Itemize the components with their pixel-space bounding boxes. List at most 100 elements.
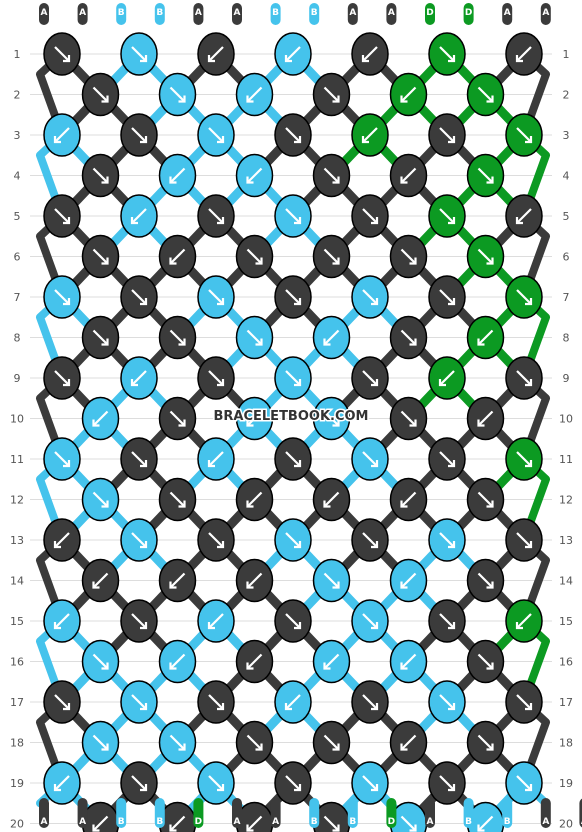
knot[interactable]: [312, 396, 351, 441]
knot[interactable]: [197, 761, 235, 805]
knot[interactable]: [428, 680, 466, 724]
knot[interactable]: [428, 599, 466, 643]
knot[interactable]: [466, 396, 505, 441]
knot[interactable]: [274, 356, 312, 400]
knot[interactable]: [81, 477, 120, 522]
knot[interactable]: [197, 356, 235, 400]
knot[interactable]: [120, 32, 158, 76]
knot[interactable]: [274, 32, 312, 76]
knot[interactable]: [505, 518, 543, 562]
knot[interactable]: [466, 72, 505, 117]
knot[interactable]: [120, 275, 158, 319]
knot[interactable]: [158, 639, 197, 684]
knot[interactable]: [43, 194, 81, 238]
knot[interactable]: [43, 275, 81, 319]
knot[interactable]: [466, 720, 505, 765]
knot[interactable]: [120, 437, 158, 481]
knot[interactable]: [389, 315, 428, 360]
knot[interactable]: [158, 720, 197, 765]
knot[interactable]: [197, 113, 235, 157]
knot[interactable]: [428, 356, 466, 400]
knot[interactable]: [158, 396, 197, 441]
knot[interactable]: [81, 234, 120, 279]
knot[interactable]: [81, 315, 120, 360]
knot[interactable]: [274, 599, 312, 643]
knot[interactable]: [120, 518, 158, 562]
knot[interactable]: [43, 518, 81, 562]
knot[interactable]: [505, 437, 543, 481]
knot[interactable]: [312, 234, 351, 279]
knot[interactable]: [81, 396, 120, 441]
knot[interactable]: [235, 153, 274, 198]
knot[interactable]: [120, 356, 158, 400]
knot[interactable]: [428, 194, 466, 238]
knot[interactable]: [274, 518, 312, 562]
knot[interactable]: [389, 234, 428, 279]
knot[interactable]: [466, 153, 505, 198]
knot[interactable]: [197, 599, 235, 643]
knot[interactable]: [466, 639, 505, 684]
knot[interactable]: [120, 599, 158, 643]
knot[interactable]: [197, 275, 235, 319]
knot[interactable]: [120, 194, 158, 238]
knot[interactable]: [197, 194, 235, 238]
knot[interactable]: [351, 113, 389, 157]
knot[interactable]: [158, 234, 197, 279]
knot[interactable]: [428, 518, 466, 562]
knot[interactable]: [235, 315, 274, 360]
knot[interactable]: [158, 558, 197, 603]
knot[interactable]: [120, 761, 158, 805]
knot[interactable]: [351, 437, 389, 481]
knot[interactable]: [312, 639, 351, 684]
knot[interactable]: [389, 639, 428, 684]
knot[interactable]: [43, 599, 81, 643]
knot[interactable]: [351, 275, 389, 319]
knot[interactable]: [428, 437, 466, 481]
knot[interactable]: [274, 437, 312, 481]
knot[interactable]: [428, 113, 466, 157]
knot[interactable]: [43, 32, 81, 76]
knot[interactable]: [274, 113, 312, 157]
knot[interactable]: [312, 720, 351, 765]
knot[interactable]: [505, 113, 543, 157]
knot[interactable]: [312, 153, 351, 198]
knot[interactable]: [197, 32, 235, 76]
knot[interactable]: [312, 558, 351, 603]
knot[interactable]: [505, 194, 543, 238]
knot[interactable]: [43, 761, 81, 805]
knot[interactable]: [235, 558, 274, 603]
knot[interactable]: [351, 761, 389, 805]
knot[interactable]: [235, 720, 274, 765]
knot[interactable]: [274, 194, 312, 238]
knot[interactable]: [389, 477, 428, 522]
knot[interactable]: [351, 356, 389, 400]
knot[interactable]: [466, 558, 505, 603]
knot[interactable]: [81, 153, 120, 198]
knot[interactable]: [158, 477, 197, 522]
knot[interactable]: [120, 113, 158, 157]
knot[interactable]: [197, 680, 235, 724]
knot[interactable]: [505, 599, 543, 643]
knot[interactable]: [389, 153, 428, 198]
knot[interactable]: [389, 72, 428, 117]
knot[interactable]: [43, 113, 81, 157]
knot[interactable]: [351, 194, 389, 238]
knot[interactable]: [428, 761, 466, 805]
knot[interactable]: [158, 153, 197, 198]
knot[interactable]: [505, 356, 543, 400]
knot[interactable]: [235, 72, 274, 117]
knot[interactable]: [312, 315, 351, 360]
knot[interactable]: [351, 599, 389, 643]
knot[interactable]: [235, 477, 274, 522]
knot[interactable]: [274, 275, 312, 319]
knot[interactable]: [389, 396, 428, 441]
knot[interactable]: [466, 315, 505, 360]
knot[interactable]: [351, 518, 389, 562]
knot[interactable]: [235, 639, 274, 684]
knot[interactable]: [312, 72, 351, 117]
knot[interactable]: [274, 761, 312, 805]
knot[interactable]: [428, 32, 466, 76]
knot[interactable]: [505, 761, 543, 805]
knot[interactable]: [43, 437, 81, 481]
knot[interactable]: [235, 234, 274, 279]
